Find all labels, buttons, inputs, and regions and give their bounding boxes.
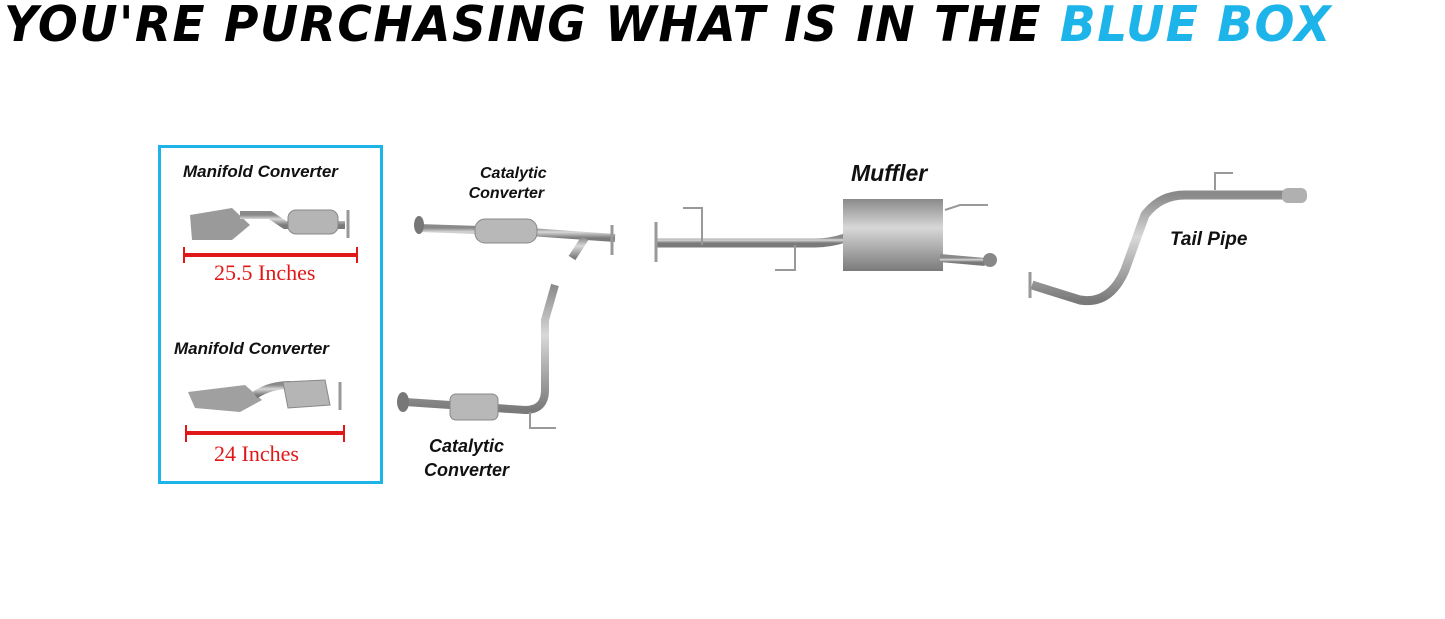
catalytic-converter-2-label-line2: Converter <box>424 460 510 480</box>
title-prefix: YOU'RE PURCHASING WHAT IS IN THE <box>4 0 1043 54</box>
manifold-converter-2-label: Manifold Converter <box>174 339 329 358</box>
manifold-converter-1-label: Manifold Converter <box>183 162 338 181</box>
tail-pipe-label: Tail Pipe <box>1170 229 1248 250</box>
tail-pipe-image <box>1028 172 1307 306</box>
catalytic-converter-2-label: Catalytic Converter <box>424 434 509 482</box>
catalytic-converter-1-label-line1: Catalytic <box>480 165 547 182</box>
manifold-converter-2-dimension: 24 Inches <box>214 441 299 466</box>
catalytic-converter-1-label-line2: Converter <box>468 185 545 202</box>
blue-box-selection <box>158 145 383 484</box>
catalytic-converter-1-image <box>414 216 616 261</box>
page-title: YOU'RE PURCHASING WHAT IS IN THE BLUE BO… <box>4 0 1444 54</box>
catalytic-converter-2-label-line1: Catalytic <box>428 436 505 456</box>
dimension-line-24 <box>185 425 345 442</box>
dimension-line-25-5 <box>183 247 358 263</box>
manifold-converter-1-dimension: 25.5 Inches <box>214 260 316 285</box>
muffler-image <box>654 199 997 271</box>
catalytic-converter-2-image <box>397 283 559 429</box>
catalytic-converter-1-label: Catalytic Converter <box>466 164 547 204</box>
muffler-label: Muffler <box>851 160 928 186</box>
manifold-converter-2-image <box>188 379 342 412</box>
title-highlight: BLUE BOX <box>1059 0 1333 54</box>
manifold-converter-1-image <box>190 208 350 240</box>
